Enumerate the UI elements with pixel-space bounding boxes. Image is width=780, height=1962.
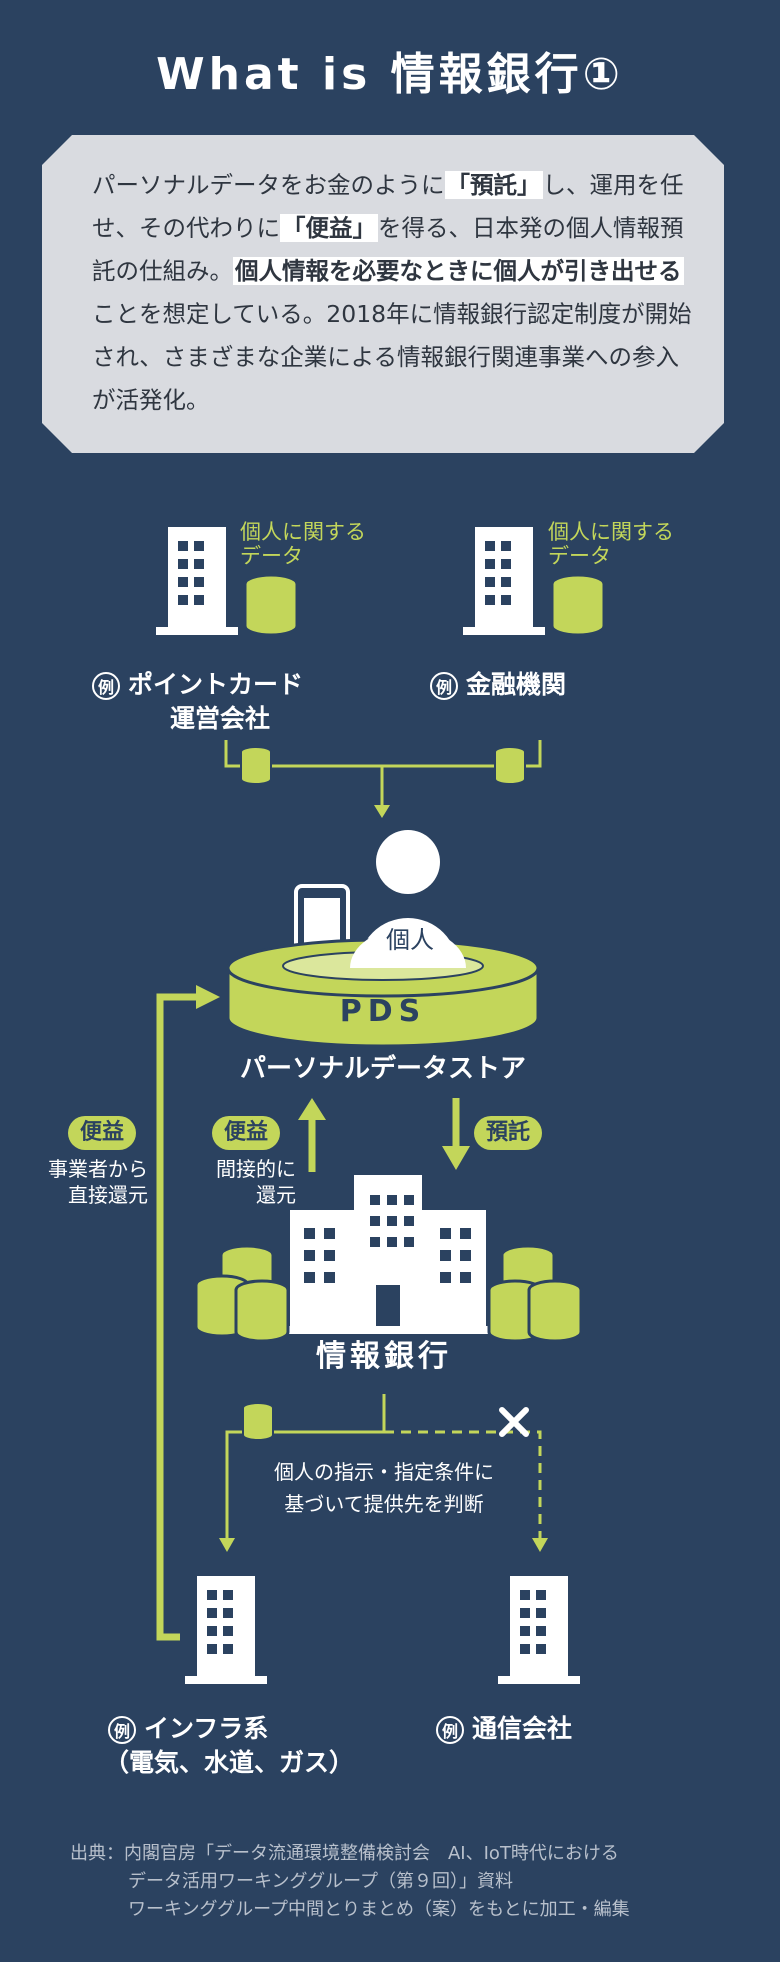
- pds-label: PDS: [339, 994, 427, 1029]
- example-badge: 例: [108, 1716, 136, 1744]
- direct-benefit-line: 事業者から: [48, 1157, 148, 1181]
- page-title: What is 情報銀行①: [156, 49, 624, 100]
- data-label-finance: 個人に関する データ: [548, 520, 674, 568]
- indirect-benefit-line: 間接的に: [216, 1157, 296, 1181]
- point-card-label: 例ポイントカード 運営会社: [92, 668, 352, 736]
- direct-benefit-arrow: [156, 993, 200, 1641]
- source-line: データ活用ワーキンググループ（第９回）」資料: [128, 1871, 514, 1892]
- decision-line: 個人の指示・指定条件に: [274, 1460, 494, 1484]
- intro-panel: [42, 135, 724, 453]
- intro-text-3: を得る、日本発の個人情報預託の仕組み。: [92, 214, 684, 285]
- person-label: 個人: [386, 926, 434, 954]
- blocked-x-icon: [499, 1407, 529, 1437]
- bank-building-icon: [276, 1175, 500, 1334]
- intro-highlight-benefit: 「便益」: [280, 214, 378, 242]
- decision-line: 基づいて提供先を判断: [284, 1492, 484, 1516]
- building-icon-point-card: [156, 527, 238, 635]
- pds-caption: パーソナルデータストア: [239, 1054, 526, 1084]
- database-icon-small-right: [494, 746, 526, 785]
- direct-benefit-text: 事業者から 直接還元: [20, 1156, 148, 1208]
- building-icon-infrastructure: [185, 1576, 267, 1684]
- intro-text-4: ことを想定している。2018年に情報銀行認定制度が開始され、さまざまな企業による…: [92, 300, 692, 414]
- database-icon-small-left: [240, 746, 272, 785]
- arrow-right-icon: [196, 985, 220, 1009]
- bank-coin-stack-left: [194, 1244, 290, 1343]
- source-line: ワーキンググループ中間とりまとめ（案）をもとに加工・編集: [128, 1899, 630, 1920]
- infrastructure-name: インフラ系: [144, 1714, 269, 1743]
- telecom-label: 例通信会社: [436, 1712, 572, 1746]
- person-head-icon: [376, 830, 440, 894]
- provision-lines: [225, 1394, 542, 1542]
- arrow-down-icon: [219, 1538, 235, 1552]
- database-icon-finance: [550, 573, 606, 637]
- bank-label: 情報銀行: [316, 1339, 452, 1374]
- arrow-down-icon: [374, 805, 390, 818]
- building-icon-finance: [463, 527, 545, 635]
- indirect-benefit-text: 間接的に 還元: [184, 1156, 296, 1208]
- data-label-line: 個人に関する: [240, 520, 366, 544]
- intro-highlight-deposit: 「預託」: [444, 171, 543, 199]
- data-label-line: 個人に関する: [548, 520, 674, 544]
- database-icon-point-card: [243, 573, 299, 637]
- data-label-line: データ: [240, 544, 303, 568]
- indirect-benefit-pill: 便益: [212, 1116, 281, 1150]
- intro-text-2: し、運用を任せ、その代わりに: [92, 171, 684, 242]
- example-badge: 例: [92, 672, 120, 700]
- bank-decision-text: 個人の指示・指定条件に 基づいて提供先を判断: [244, 1456, 524, 1520]
- data-label-line: データ: [548, 544, 611, 568]
- infrastructure-subname: （電気、水道、ガス）: [104, 1748, 355, 1777]
- intro-text-1: パーソナルデータをお金のように: [92, 171, 445, 199]
- merge-lines: [224, 740, 542, 808]
- point-card-name-2: 運営会社: [170, 704, 271, 733]
- arrow-down-icon: [442, 1146, 470, 1170]
- direct-benefit-line: 直接還元: [68, 1183, 148, 1207]
- arrow-down-icon: [532, 1538, 548, 1552]
- example-badge: 例: [436, 1716, 464, 1744]
- bank-coin-stack-right: [487, 1244, 583, 1343]
- telecom-name: 通信会社: [472, 1714, 573, 1743]
- intro-text: パーソナルデータをお金のように「預託」し、運用を任せ、その代わりに「便益」を得る…: [92, 164, 692, 422]
- building-icon-telecom: [498, 1576, 580, 1684]
- example-badge: 例: [430, 672, 458, 700]
- point-card-name: ポイントカード: [128, 670, 304, 699]
- arrow-up-icon: [298, 1098, 326, 1120]
- infrastructure-label: 例インフラ系 （電気、水道、ガス）: [104, 1712, 388, 1780]
- source-line: 出典：内閣官房「データ流通環境整備検討会 AI、IoT時代における: [70, 1843, 619, 1864]
- source-note: 出典：内閣官房「データ流通環境整備検討会 AI、IoT時代における データ活用ワ…: [70, 1840, 750, 1924]
- database-icon-small-bank: [242, 1402, 274, 1441]
- intro-highlight-withdraw: 個人情報を必要なときに個人が引き出せる: [233, 257, 684, 285]
- indirect-benefit-line: 還元: [256, 1183, 296, 1207]
- direct-benefit-pill: 便益: [68, 1116, 137, 1150]
- finance-name: 金融機関: [466, 670, 567, 699]
- data-label-point-card: 個人に関する データ: [240, 520, 366, 568]
- finance-label: 例金融機関: [430, 668, 566, 702]
- deposit-pill: 預託: [474, 1116, 543, 1150]
